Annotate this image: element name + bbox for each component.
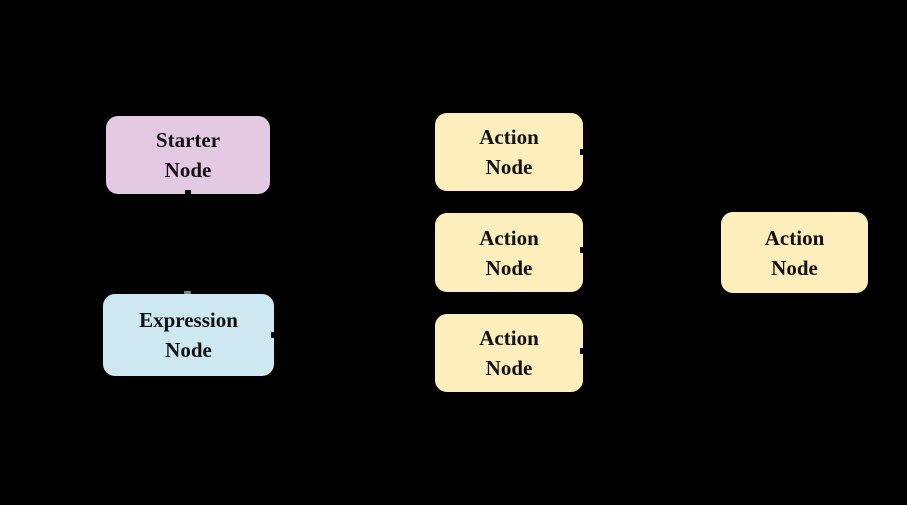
expression-node: Expression Node xyxy=(103,294,274,376)
connector-arrowhead-icon xyxy=(580,247,586,253)
connector-arrowhead-icon xyxy=(271,332,277,338)
action-node-2: Action Node xyxy=(435,213,583,292)
action-node-4: Action Node xyxy=(721,212,868,293)
action-node-3: Action Node xyxy=(435,314,583,392)
starter-node: Starter Node xyxy=(106,116,270,194)
connector-arrowhead-icon xyxy=(184,291,191,294)
connector-arrowhead-icon xyxy=(185,190,191,195)
connector-arrowhead-icon xyxy=(580,149,586,155)
connector-arrowhead-icon xyxy=(580,348,586,354)
action-node-1: Action Node xyxy=(435,113,583,191)
